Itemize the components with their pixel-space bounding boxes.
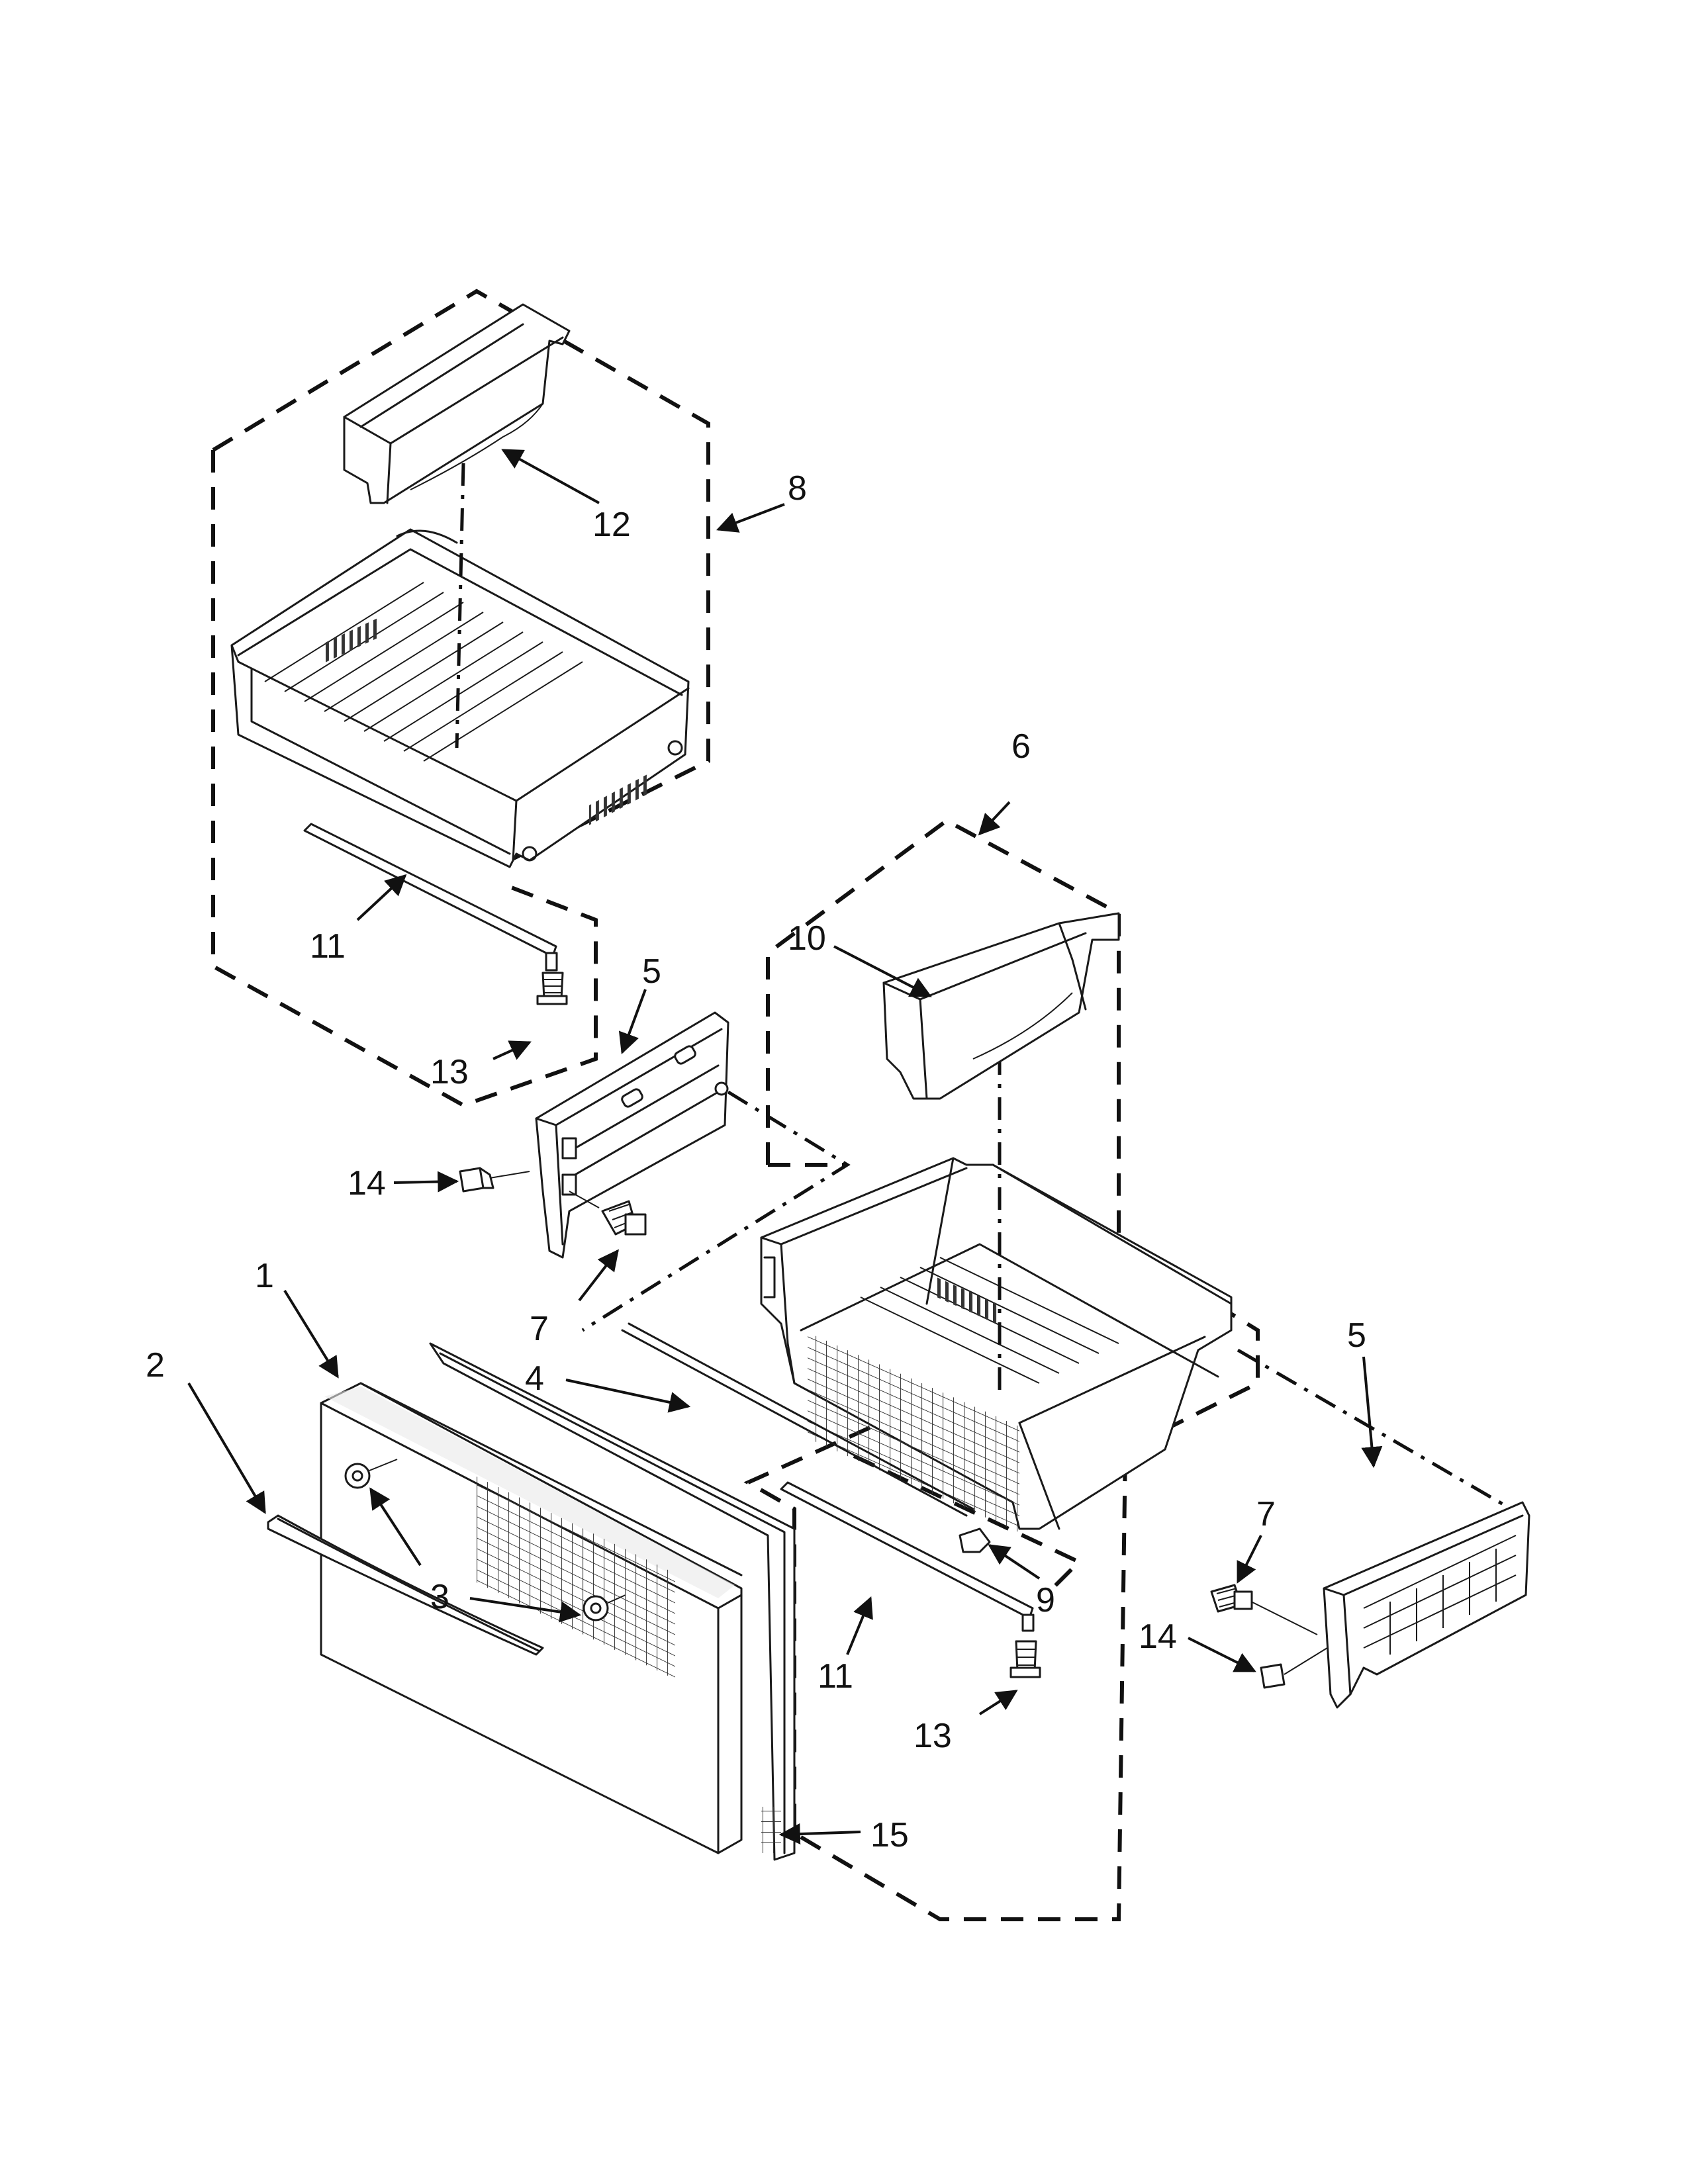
- leader-arrows: [187, 449, 1383, 1845]
- left-slide-bracket[interactable]: [535, 1011, 729, 1259]
- small-drawer-bin[interactable]: [882, 912, 1120, 1100]
- assembly-8-outline: [211, 289, 710, 1108]
- handle-screw-lower[interactable]: [583, 1595, 609, 1621]
- clip-left[interactable]: [459, 1167, 494, 1193]
- callout-13-upper: 13: [430, 1053, 469, 1091]
- callout-15: 15: [870, 1816, 909, 1854]
- callout-4: 4: [525, 1359, 544, 1398]
- callout-11-lower: 11: [818, 1657, 853, 1696]
- callout-7-right: 7: [1256, 1495, 1276, 1533]
- alignment-line-bracket-lower: [1237, 1348, 1524, 1518]
- callout-2: 2: [146, 1346, 165, 1385]
- callout-13-lower: 13: [914, 1717, 952, 1755]
- right-slide-bracket[interactable]: [1323, 1501, 1530, 1709]
- callout-11-upper: 11: [310, 927, 346, 966]
- clip-right[interactable]: [1260, 1663, 1286, 1689]
- clip-right-lead: [1284, 1647, 1328, 1675]
- callout-8: 8: [788, 469, 807, 508]
- small-freezer-bin[interactable]: [343, 303, 571, 504]
- alignment-line-12: [455, 463, 465, 749]
- door-handle[interactable]: [267, 1514, 544, 1656]
- upper-freezer-basket[interactable]: [230, 528, 690, 868]
- callout-5-left: 5: [642, 952, 661, 991]
- callout-14-right: 14: [1139, 1617, 1177, 1656]
- callout-9: 9: [1036, 1581, 1055, 1619]
- nut[interactable]: [959, 1527, 991, 1553]
- slide-rail-rod[interactable]: [621, 1329, 968, 1517]
- callout-6: 6: [1011, 727, 1031, 766]
- clip-left-lead: [489, 1171, 530, 1179]
- callout-7-left: 7: [530, 1310, 549, 1348]
- screw-lower[interactable]: [1009, 1640, 1041, 1678]
- callout-5-right: 5: [1347, 1316, 1366, 1355]
- screw-upper[interactable]: [536, 972, 568, 1005]
- screw-right[interactable]: [1210, 1584, 1253, 1613]
- handle-screw-lower-lead: [607, 1594, 626, 1604]
- handle-screw-upper-lead: [369, 1459, 398, 1471]
- screw-right-lead: [1250, 1601, 1318, 1635]
- slide-rail-upper[interactable]: [303, 823, 558, 972]
- callout-3: 3: [430, 1578, 449, 1616]
- screw-left[interactable]: [601, 1200, 647, 1236]
- callout-12: 12: [592, 506, 631, 544]
- handle-screw-upper[interactable]: [344, 1463, 371, 1489]
- door-gasket[interactable]: [429, 1342, 796, 1861]
- callout-14-left: 14: [348, 1164, 386, 1203]
- freezer-door-panel[interactable]: [320, 1382, 743, 1854]
- callout-10: 10: [788, 919, 826, 958]
- slide-rail-lower[interactable]: [780, 1481, 1035, 1632]
- screw-left-lead: [569, 1191, 600, 1208]
- lower-freezer-drawer-bin[interactable]: [760, 1157, 1233, 1533]
- callout-1: 1: [255, 1257, 274, 1295]
